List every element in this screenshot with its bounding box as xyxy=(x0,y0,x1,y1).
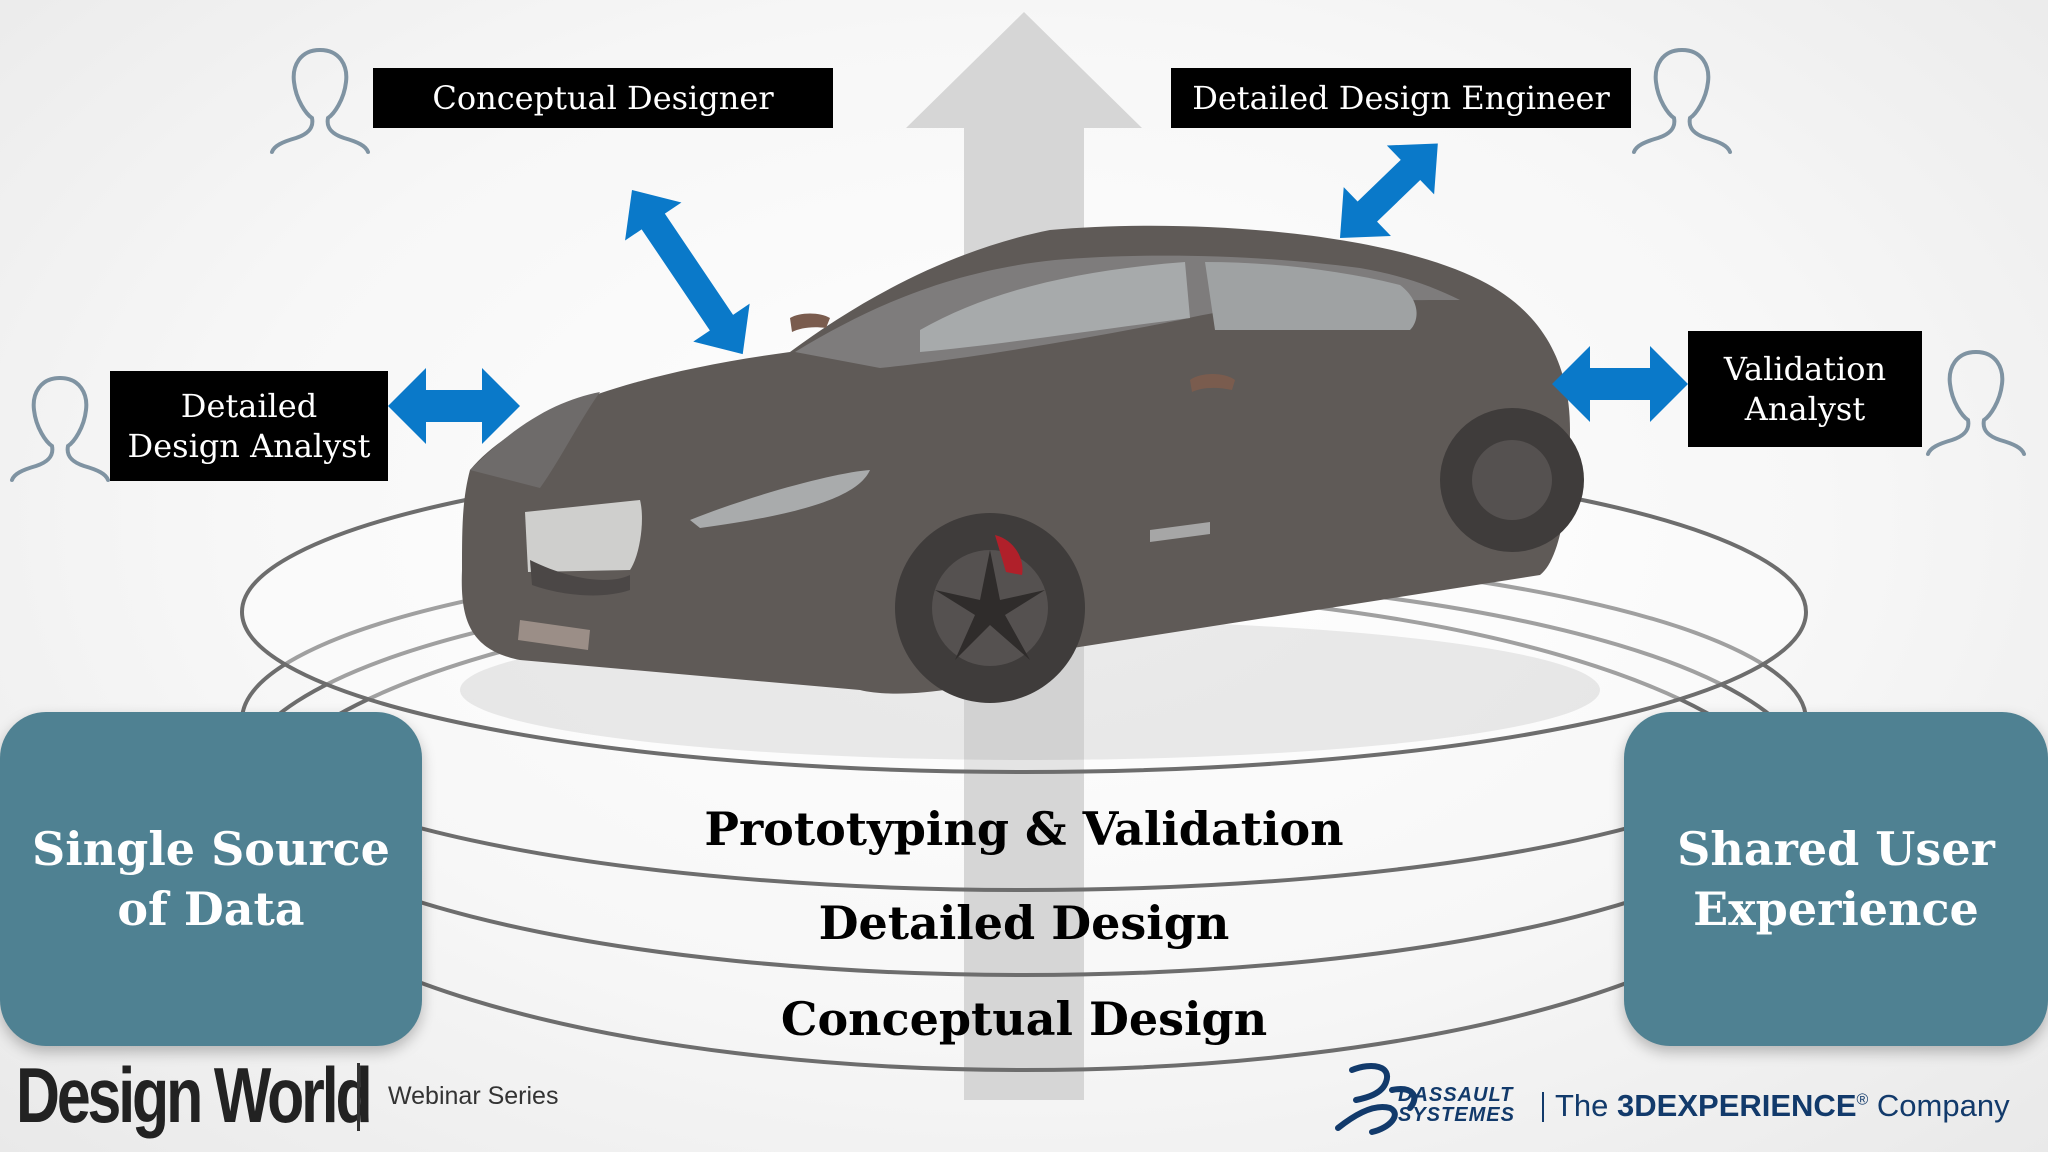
brand-separator xyxy=(357,1063,360,1131)
dassault-divider xyxy=(1542,1092,1544,1122)
person-icon xyxy=(1926,350,2026,456)
tagline-prefix: The xyxy=(1555,1088,1618,1123)
shared-user-experience-box: Shared User Experience xyxy=(1624,712,2048,1046)
car-illustration xyxy=(460,225,1600,760)
role-label-detailed-design-analyst: Detailed Design Analyst xyxy=(110,371,388,481)
dassault-systemes-name: DASSAULT SYSTEMES xyxy=(1398,1084,1515,1126)
tagline: The 3DEXPERIENCE® Company xyxy=(1555,1088,2010,1124)
person-icon xyxy=(1632,48,1732,154)
layer-label-detailed-design: Detailed Design xyxy=(818,896,1230,950)
arrow-detailed-design-engineer xyxy=(1340,143,1438,238)
arrow-validation-analyst xyxy=(1552,346,1688,422)
arrow-conceptual-designer xyxy=(625,190,750,355)
role-label-validation-analyst: Validation Analyst xyxy=(1688,331,1922,447)
design-world-logo: Design World xyxy=(16,1051,373,1139)
layer-label-prototyping-validation: Prototyping & Validation xyxy=(704,802,1344,856)
webinar-series-label: Webinar Series xyxy=(388,1082,559,1110)
tagline-brand: 3DEXPERIENCE xyxy=(1617,1088,1857,1123)
layer-label-conceptual-design: Conceptual Design xyxy=(780,992,1268,1046)
role-label-detailed-design-engineer: Detailed Design Engineer xyxy=(1171,68,1631,128)
dassault-logo-icon xyxy=(1335,1063,1418,1135)
role-label-conceptual-designer: Conceptual Designer xyxy=(373,68,833,128)
tagline-suffix: Company xyxy=(1868,1088,2010,1123)
single-source-of-data-box: Single Source of Data xyxy=(0,712,422,1046)
arrow-detailed-design-analyst xyxy=(388,368,520,444)
person-icon xyxy=(10,376,110,482)
tagline-mark: ® xyxy=(1856,1091,1869,1109)
person-icon xyxy=(270,48,370,154)
